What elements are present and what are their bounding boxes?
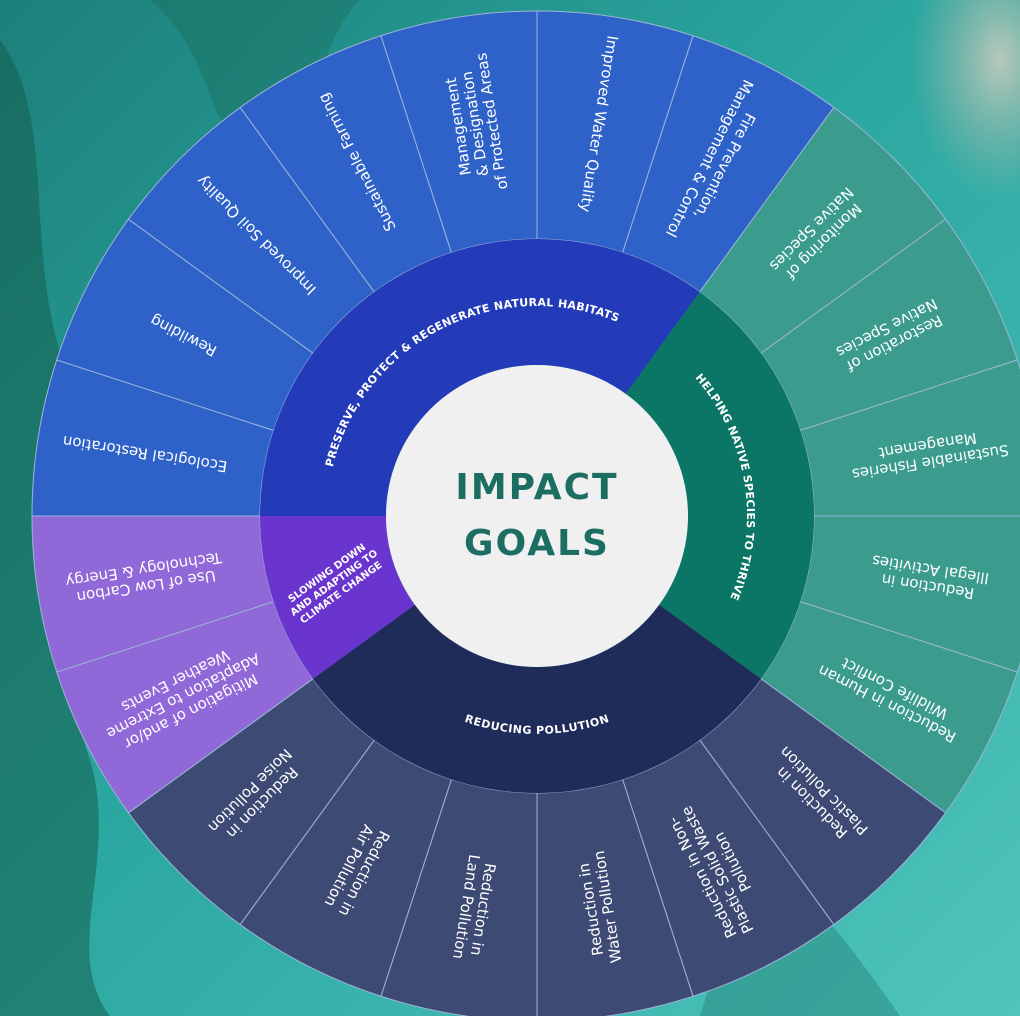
category-segment-native xyxy=(625,291,814,679)
category-segment-climate xyxy=(260,516,415,679)
category-segment-preserve xyxy=(260,238,700,516)
center-title-line-1: IMPACT xyxy=(455,467,619,508)
outer-goal-ring: Ecological RestorationRewildingImproved … xyxy=(31,10,1020,1016)
category-segment-pollution xyxy=(312,604,762,794)
center-title: IMPACT GOALS xyxy=(386,436,688,596)
center-title-line-2: GOALS xyxy=(464,523,610,564)
center-circle xyxy=(386,365,688,667)
